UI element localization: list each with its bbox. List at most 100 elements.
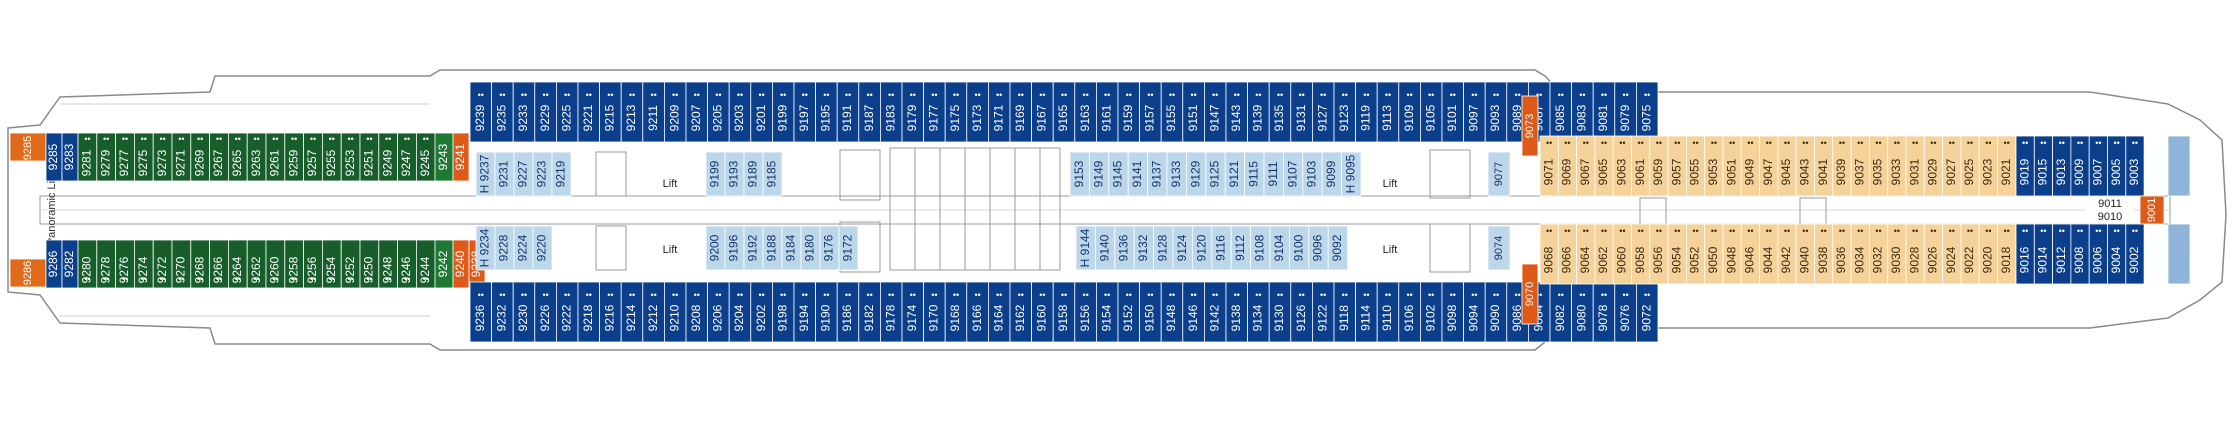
berth-icon: •• [1147,290,1153,300]
ocean-bottom-label: 9050 [1706,246,1720,273]
ocean-top-label: 9031 [1907,158,1921,185]
aft-suite-top-label: 9273 [155,149,169,176]
berth-icon: •• [2095,138,2101,148]
mid-cabin-bottom-label: 9206 [711,304,725,331]
bow-cabin-top-label: 9003 [2127,158,2141,185]
bow-service-top [2167,135,2191,197]
berth-icon: •• [122,274,128,284]
mid-cabin-bottom-label: 9208 [689,304,703,331]
berth-icon: •• [253,274,259,284]
aft-end-bottom [9,258,47,288]
interior-bottom [1327,225,1348,271]
berth-icon: •• [888,290,894,300]
bow-center-label: 9011 [2098,198,2122,210]
berth-icon: •• [694,90,700,100]
mid-cabin-bottom-label: 9236 [473,304,487,331]
interior-bottom-label: 9140 [1097,234,1111,261]
mid-cabin-top-label: 9089 [1510,104,1524,131]
berth-icon: •• [1039,290,1045,300]
ocean-bottom-label: 9040 [1798,246,1812,273]
mid-cabin-top-label: 9169 [1013,104,1027,131]
berth-icon: •• [1104,290,1110,300]
mid-cabin-top-label: 9211 [646,105,660,131]
berth-icon: •• [385,134,391,144]
aft-suite-bottom-label: 9258 [286,256,300,283]
berth-icon: •• [802,290,808,300]
aft-corner-top-label: 9241 [453,143,467,170]
ocean-top-label: 9053 [1706,158,1720,185]
aft-suite-top-label: 9251 [362,149,376,176]
berth-icon: •• [2132,138,2138,148]
interior-bottom-label: 9104 [1272,234,1286,261]
berth-icon: •• [1277,90,1283,100]
mid-cabin-bottom-label: 9142 [1207,304,1221,331]
mid-cabin-top-label: 9209 [667,104,681,131]
ocean-top-label: 9063 [1615,158,1629,185]
berth-icon: •• [1342,90,1348,100]
interior-bottom-label: 9220 [535,234,549,261]
berth-icon: •• [1839,138,1845,148]
berth-icon: •• [499,90,505,100]
mid-cabin-bottom-label: 9152 [1121,304,1135,331]
berth-icon: •• [2059,226,2065,236]
aft-suite-top-label: 9249 [380,149,394,176]
mid-cabin-top-label: 9075 [1639,104,1653,131]
berth-icon: •• [1644,290,1650,300]
berth-icon: •• [1558,90,1564,100]
berth-icon: •• [1674,226,1680,236]
berth-icon: •• [1320,290,1326,300]
mid-cabin-top-label: 9215 [603,104,617,131]
mid-cabin-bottom-label: 9150 [1143,304,1157,331]
berth-icon: •• [521,90,527,100]
ocean-top-label: 9021 [1999,158,2013,185]
berth-icon: •• [910,90,916,100]
berth-icon: •• [2077,226,2083,236]
berth-icon: •• [1875,138,1881,148]
ocean-bottom-label: 9036 [1834,246,1848,273]
interior-bottom-label: 9124 [1175,234,1189,261]
mid-cabin-bottom-label: 9098 [1445,304,1459,331]
interior-top-label: 9129 [1188,160,1202,187]
berth-icon: •• [178,134,184,144]
aft-suite-top-label: 9279 [98,149,112,176]
aft-suite-top-label: 9265 [230,149,244,176]
mid-cabin-bottom-label: 9164 [991,304,1005,331]
mid-cabin-top-label: 9201 [754,104,768,131]
mid-cabin-bottom-label: 9202 [754,304,768,331]
mid-cabin-top-label: 9079 [1618,104,1632,131]
mid-cabin-bottom-label: 9126 [1294,304,1308,331]
mid-cabin-top-label: 9143 [1229,104,1243,131]
mid-cabin-top-label: 9175 [948,104,962,131]
berth-icon: •• [1912,226,1918,236]
interior-bottom-label: H 9234 [478,228,492,267]
berth-icon: •• [1082,290,1088,300]
ocean-bottom-label: 9068 [1541,246,1555,273]
berth-icon: •• [694,290,700,300]
berth-icon: •• [1875,226,1881,236]
bow-service-bottom [2167,223,2191,285]
interior-top-label: 9077 [1493,162,1505,186]
mid-cabin-top-label: 9179 [905,104,919,131]
ocean-bottom-label: 9020 [1981,246,1995,273]
berth-icon: •• [542,290,548,300]
aft-suite-bottom-label: 9246 [399,256,413,283]
ocean-top-label: 9059 [1651,158,1665,185]
mid-cabin-bottom-label: 9154 [1099,304,1113,331]
berth-icon: •• [910,290,916,300]
mid-cabin-bottom-label: 9080 [1575,304,1589,331]
ocean-bottom-label: 9056 [1651,246,1665,273]
berth-icon: •• [996,90,1002,100]
mid-cabin-top-label: 9207 [689,104,703,131]
mid-cabin-bottom-label: 9094 [1467,304,1481,331]
mid-cabin-top-label: 9157 [1143,104,1157,131]
bow-cabin-top-label: 9005 [2109,158,2123,185]
interior-top-label: 9115 [1246,161,1260,187]
mid-cabin-bottom-label: 9090 [1488,304,1502,331]
berth-icon: •• [1601,138,1607,148]
mid-cabin-bottom-label: 9162 [1013,304,1027,331]
mid-cabin-bottom-label: 9218 [581,304,595,331]
berth-icon: •• [1729,226,1735,236]
berth-icon: •• [423,134,429,144]
berth-icon: •• [1061,90,1067,100]
